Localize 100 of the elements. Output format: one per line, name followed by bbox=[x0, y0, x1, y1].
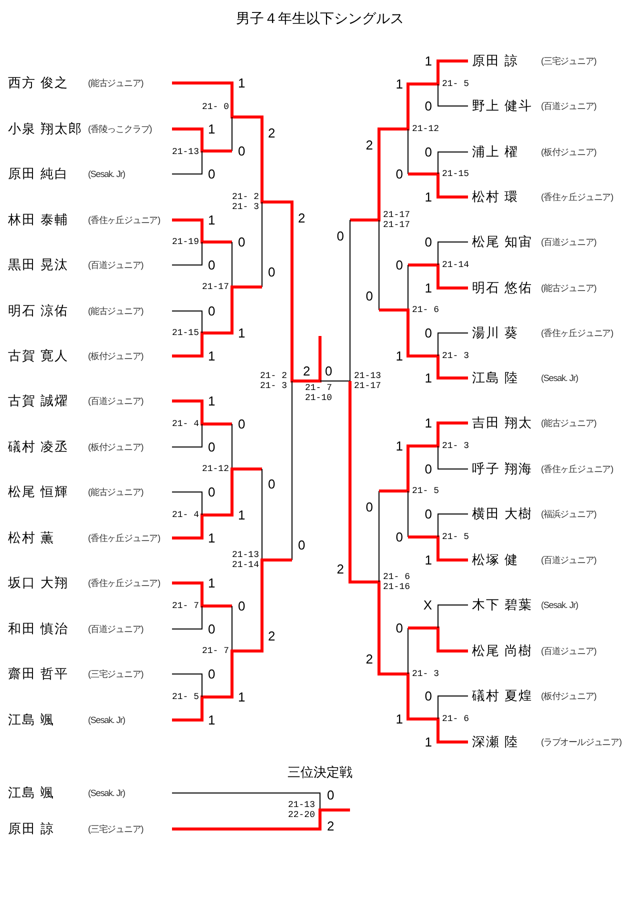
club-name: (能古ジュニア) bbox=[88, 77, 144, 90]
club-name: (百道ジュニア) bbox=[541, 645, 596, 658]
score-label: 0 bbox=[396, 622, 403, 634]
player-name: 松塚 健 bbox=[472, 552, 519, 567]
score-label: 0 bbox=[424, 100, 432, 112]
player-name: 礒村 凌丞 bbox=[8, 439, 69, 454]
score-label: 1 bbox=[424, 190, 432, 204]
player-name: 古賀 寛人 bbox=[8, 348, 69, 363]
game-score: 21- 7 bbox=[170, 601, 199, 611]
club-name: (百道ジュニア) bbox=[88, 259, 144, 272]
club-name: (板付ジュニア) bbox=[88, 441, 144, 454]
game-score: 21-19 bbox=[170, 237, 199, 247]
score-label: X bbox=[423, 598, 432, 612]
score-label: 2 bbox=[366, 138, 373, 152]
game-score: 21-12 bbox=[412, 124, 440, 134]
game-score: 21- 6 bbox=[412, 305, 440, 315]
score-label: 0 bbox=[238, 418, 246, 430]
score-label: 1 bbox=[208, 576, 216, 590]
game-score: 21- 6 bbox=[442, 714, 470, 724]
player-name: 黒田 晃汰 bbox=[8, 257, 69, 272]
score-label: 0 bbox=[208, 486, 216, 498]
club-name: (三宅ジュニア) bbox=[88, 823, 144, 836]
club-name: (香住ヶ丘ジュニア) bbox=[88, 214, 160, 227]
club-name: (板付ジュニア) bbox=[541, 690, 596, 703]
score-label: 0 bbox=[366, 290, 373, 302]
game-score: 21-14 bbox=[442, 260, 470, 270]
score-label: 2 bbox=[268, 126, 276, 140]
club-name: (百道ジュニア) bbox=[88, 395, 144, 408]
score-label: 1 bbox=[208, 394, 216, 408]
game-score: 21-13 21-17 bbox=[354, 371, 382, 391]
game-score: 21- 3 bbox=[412, 669, 440, 679]
score-label: 1 bbox=[396, 78, 403, 90]
score-label: 0 bbox=[208, 668, 216, 680]
club-name: (百道ジュニア) bbox=[88, 623, 144, 636]
game-score: 21- 7 bbox=[200, 646, 229, 656]
club-name: (能古ジュニア) bbox=[88, 305, 144, 318]
club-name: (Sesak. Jr) bbox=[88, 168, 125, 181]
score-label: 1 bbox=[238, 690, 246, 704]
player-name: 松村 環 bbox=[472, 189, 519, 204]
score-label: 1 bbox=[424, 736, 432, 748]
game-score: 21-13 22-20 bbox=[286, 800, 315, 820]
game-score: 21- 7 21-10 bbox=[305, 383, 334, 403]
player-name: 松尾 恒輝 bbox=[8, 484, 69, 499]
player-name: 林田 泰輔 bbox=[8, 212, 69, 227]
score-label: 0 bbox=[208, 304, 216, 318]
club-name: (Sesak. Jr) bbox=[541, 599, 578, 612]
player-name: 江島 颯 bbox=[8, 785, 55, 800]
score-label: 1 bbox=[396, 712, 403, 726]
score-label: 1 bbox=[424, 554, 432, 566]
club-name: (ラブオールジュニア) bbox=[541, 736, 622, 749]
player-name: 明石 悠佑 bbox=[472, 280, 533, 295]
club-name: (香住ヶ丘ジュニア) bbox=[541, 191, 613, 204]
score-label: 0 bbox=[325, 364, 332, 378]
player-name: 深瀬 陸 bbox=[472, 734, 519, 749]
player-name: 江島 颯 bbox=[8, 712, 55, 727]
score-label: 0 bbox=[336, 230, 344, 242]
game-score: 21- 5 bbox=[170, 692, 199, 702]
match-heading: 三位決定戦 bbox=[288, 766, 352, 778]
player-name: 横田 大樹 bbox=[472, 506, 533, 521]
player-name: 和田 慎治 bbox=[8, 621, 69, 636]
score-label: 1 bbox=[238, 508, 246, 522]
score-label: 1 bbox=[238, 76, 246, 90]
game-score: 21- 3 bbox=[442, 351, 470, 361]
game-score: 21-17 21-17 bbox=[383, 210, 412, 230]
club-name: (香住ヶ丘ジュニア) bbox=[541, 327, 613, 340]
player-name: 原田 諒 bbox=[472, 53, 519, 68]
game-score: 21- 3 bbox=[442, 441, 470, 451]
club-name: (能古ジュニア) bbox=[541, 417, 596, 430]
player-name: 木下 碧葉 bbox=[472, 597, 533, 612]
club-name: (香住ヶ丘ジュニア) bbox=[88, 577, 160, 590]
club-name: (三宅ジュニア) bbox=[541, 55, 596, 68]
score-label: 1 bbox=[424, 416, 432, 430]
club-name: (百道ジュニア) bbox=[541, 100, 596, 113]
score-label: 0 bbox=[268, 478, 276, 490]
player-name: 原田 純白 bbox=[8, 166, 69, 181]
game-score: 21- 4 bbox=[170, 510, 199, 520]
club-name: (Sesak. Jr) bbox=[88, 787, 125, 800]
game-score: 21- 5 bbox=[442, 532, 470, 542]
club-name: (百道ジュニア) bbox=[541, 236, 596, 249]
score-label: 0 bbox=[366, 500, 373, 514]
player-name: 吉田 翔太 bbox=[472, 415, 533, 430]
player-name: 野上 健斗 bbox=[472, 98, 533, 113]
score-label: 0 bbox=[238, 236, 246, 248]
player-name: 湯川 葵 bbox=[472, 325, 519, 340]
game-score: 21-15 bbox=[170, 328, 199, 338]
score-label: 1 bbox=[396, 440, 403, 452]
score-label: 1 bbox=[424, 54, 432, 68]
club-name: (福浜ジュニア) bbox=[541, 508, 596, 521]
score-label: 0 bbox=[208, 168, 216, 180]
game-score: 21-13 21-14 bbox=[230, 550, 259, 570]
score-label: 1 bbox=[238, 326, 246, 340]
club-name: (能古ジュニア) bbox=[541, 282, 596, 295]
player-name: 松尾 知宙 bbox=[472, 234, 533, 249]
score-label: 0 bbox=[208, 440, 216, 454]
score-label: 1 bbox=[208, 714, 216, 726]
club-name: (百道ジュニア) bbox=[541, 554, 596, 567]
player-name: 江島 陸 bbox=[472, 370, 519, 385]
score-label: 2 bbox=[298, 212, 306, 224]
score-label: 0 bbox=[396, 258, 403, 272]
player-name: 礒村 夏煌 bbox=[472, 688, 533, 703]
